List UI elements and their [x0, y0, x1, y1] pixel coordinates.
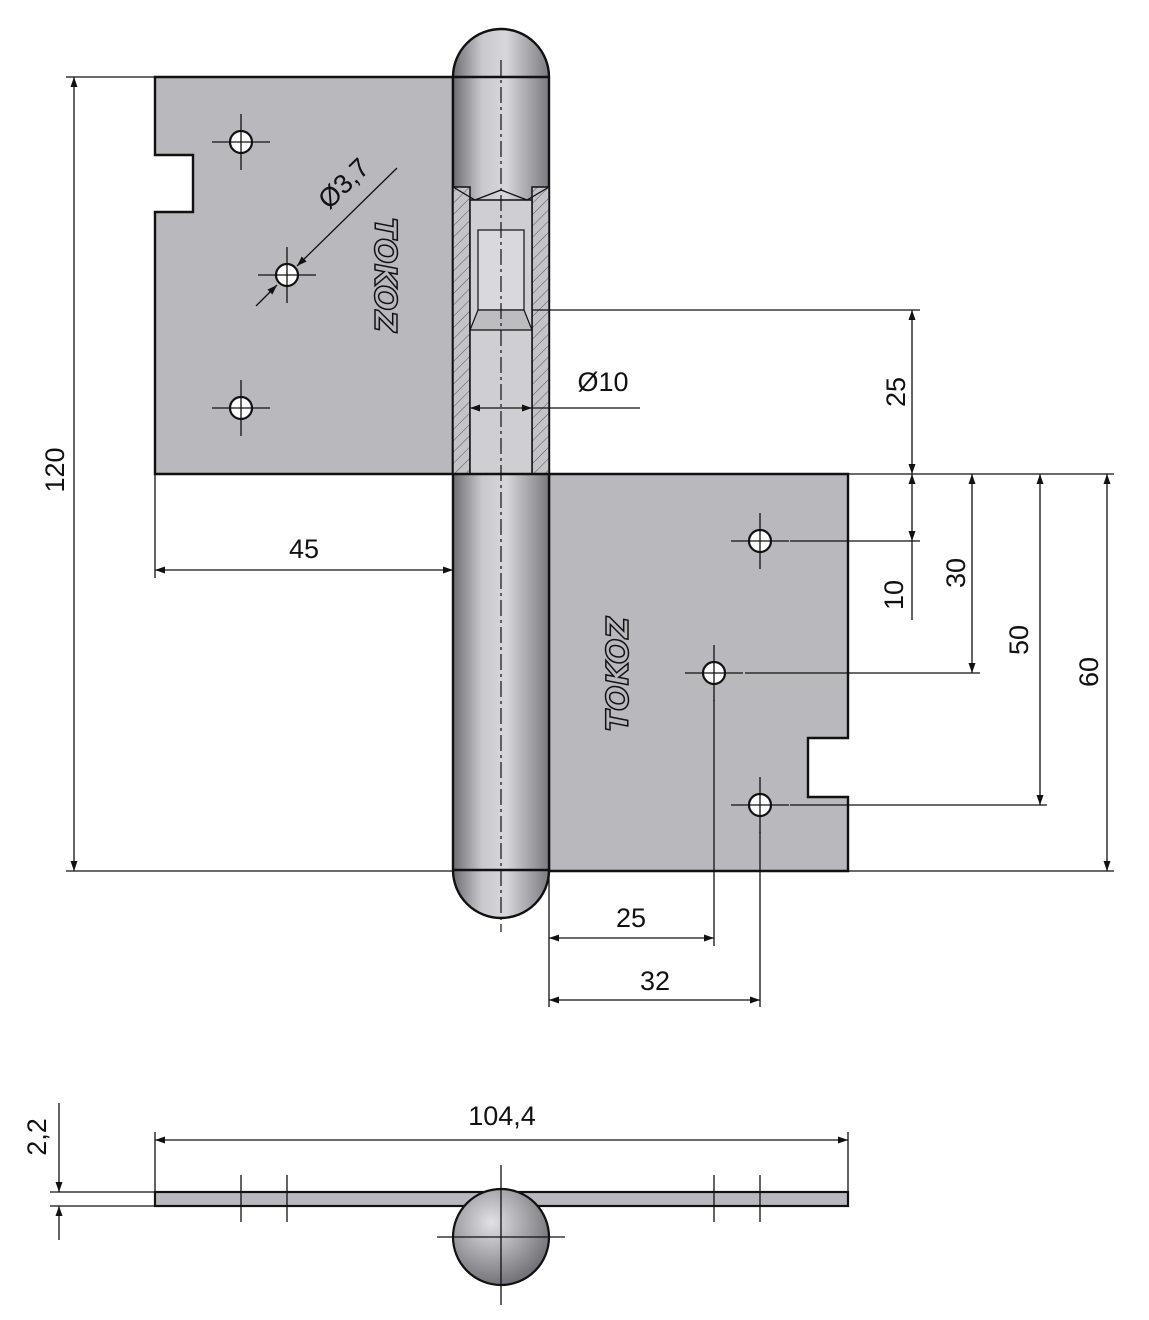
- dimension-hole-offset-10: 10: [790, 474, 920, 620]
- dimension-label: 2,2: [22, 1118, 52, 1156]
- dimension-leaf-height: 60: [848, 473, 1114, 872]
- dimension-label: 10: [879, 580, 909, 610]
- svg-text:TOKOZ: TOKOZ: [367, 218, 402, 334]
- dimension-thickness: 2,2: [22, 1103, 155, 1240]
- dimension-label: 25: [616, 903, 646, 933]
- dimension-label: 50: [1004, 625, 1034, 655]
- brand-logo: TOKOZ: [600, 615, 637, 732]
- dimension-label: 104,4: [468, 1101, 536, 1131]
- top-view: [153, 1165, 850, 1305]
- dimension-label: Ø10: [577, 367, 628, 397]
- dimension-label: 60: [1074, 657, 1104, 687]
- dimension-overall-width: 104,4: [154, 1101, 849, 1192]
- mounting-holes: [212, 114, 789, 833]
- dimension-pin-diameter: Ø10: [470, 367, 640, 412]
- brand-logo: TOKOZ: [366, 217, 403, 334]
- dimension-hole-x-25: 25: [548, 700, 715, 1007]
- dimension-leaf-width: 45: [154, 474, 453, 578]
- dimension-label: 32: [640, 966, 670, 996]
- svg-text:TOKOZ: TOKOZ: [601, 615, 636, 731]
- dimension-pin-insert-depth: 25: [532, 309, 920, 474]
- dimension-hole-offset-30: 30: [745, 474, 980, 674]
- dimension-label: 45: [289, 534, 319, 564]
- dimension-overall-height: 120: [40, 76, 453, 872]
- dimension-hole-offset-50: 50: [790, 474, 1047, 806]
- dimension-label: 30: [941, 558, 971, 588]
- dimension-label: 120: [40, 447, 70, 492]
- dimension-hole-x-32: 32: [549, 832, 761, 1007]
- dimension-label: 25: [881, 377, 911, 407]
